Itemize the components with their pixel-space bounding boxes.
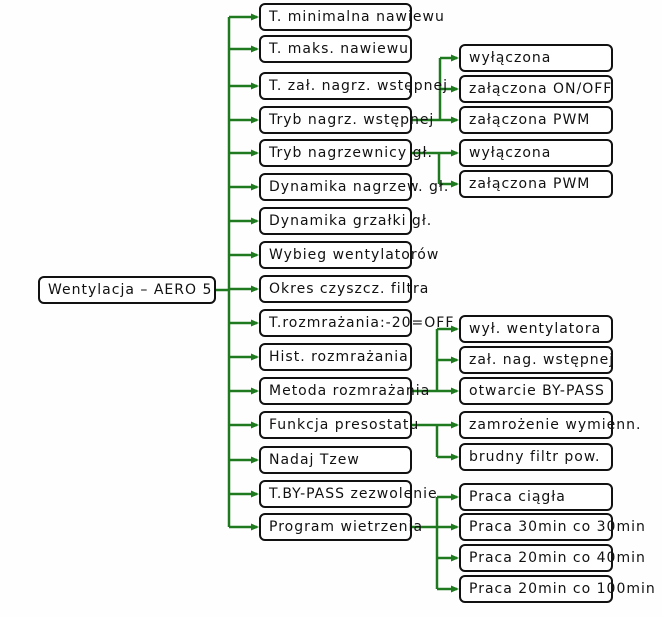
option-node: brudny filtr pow. xyxy=(459,443,613,471)
option-node: załączona PWM xyxy=(459,170,613,198)
arrow-head-icon xyxy=(251,251,259,259)
menu-item-label: Dynamika grzałki gł. xyxy=(269,213,433,229)
menu-item-node: T. zał. nagrz. wstępnej xyxy=(259,72,447,100)
option-label: wyłączona xyxy=(469,145,552,161)
arrow-head-icon xyxy=(251,149,259,157)
option-node: Praca 20min co 40min xyxy=(459,544,645,572)
menu-item-node: Dynamika nagrzew. gł. xyxy=(259,173,448,201)
arrow-head-icon xyxy=(451,421,459,429)
arrow-head-icon xyxy=(451,325,459,333)
root-node: Wentylacja – AERO 5 xyxy=(38,276,216,304)
menu-item-label: T. minimalna nawiewu xyxy=(269,9,445,25)
arrow-head-icon xyxy=(451,453,459,461)
option-label: załączona PWM xyxy=(469,112,591,128)
option-label: wyłączona xyxy=(469,50,552,66)
arrow-head-icon xyxy=(251,490,259,498)
option-label: otwarcie BY-PASS xyxy=(469,383,605,399)
option-label: Praca 30min co 30min xyxy=(469,519,646,535)
option-label: załączona ON/OFF xyxy=(469,81,613,97)
arrow-head-icon xyxy=(451,554,459,562)
option-node: otwarcie BY-PASS xyxy=(459,377,613,405)
arrow-head-icon xyxy=(251,116,259,124)
menu-item-label: Program wietrzenia xyxy=(269,519,424,535)
arrow-head-icon xyxy=(451,149,459,157)
menu-item-label: Tryb nagrz. wstępnej xyxy=(269,112,435,128)
option-node: wył. wentylatora xyxy=(459,315,613,343)
menu-item-node: Tryb nagrz. wstępnej xyxy=(259,106,433,134)
menu-item-node: T.BY-PASS zezwolenie xyxy=(259,480,437,508)
menu-item-label: Metoda rozmrażania xyxy=(269,383,431,399)
option-node: wyłączona xyxy=(459,44,613,72)
menu-item-node: Okres czyszcz. filtra xyxy=(259,275,428,303)
arrow-head-icon xyxy=(251,82,259,90)
arrow-head-icon xyxy=(451,493,459,501)
menu-item-label: Okres czyszcz. filtra xyxy=(269,281,430,297)
option-label: brudny filtr pow. xyxy=(469,449,601,465)
arrow-head-icon xyxy=(451,54,459,62)
menu-item-node: Metoda rozmrażania xyxy=(259,377,429,405)
arrow-head-icon xyxy=(451,180,459,188)
menu-item-node: Funkcja presostatu xyxy=(259,411,418,439)
arrow-head-icon xyxy=(251,319,259,327)
option-node: załączona ON/OFF xyxy=(459,75,613,103)
menu-item-node: T. maks. nawiewu xyxy=(259,35,412,63)
option-label: Praca 20min co 40min xyxy=(469,550,646,566)
menu-item-node: Wybieg wentylatorów xyxy=(259,241,438,269)
menu-item-node: Tryb nagrzewnicy gł. xyxy=(259,139,432,167)
menu-item-node: Dynamika grzałki gł. xyxy=(259,207,431,235)
menu-item-label: Dynamika nagrzew. gł. xyxy=(269,179,450,195)
arrow-head-icon xyxy=(251,45,259,53)
option-label: zamrożenie wymienn. xyxy=(469,417,642,433)
option-label: wył. wentylatora xyxy=(469,321,602,337)
option-node: wyłączona xyxy=(459,139,613,167)
option-node: zamrożenie wymienn. xyxy=(459,411,640,439)
arrow-head-icon xyxy=(251,217,259,225)
arrow-head-icon xyxy=(451,523,459,531)
menu-item-label: Funkcja presostatu xyxy=(269,417,420,433)
option-node: zał. nag. wstępnej xyxy=(459,346,613,374)
option-label: zał. nag. wstępnej xyxy=(469,352,615,368)
menu-item-label: T.BY-PASS zezwolenie xyxy=(269,486,438,502)
menu-item-node: Hist. rozmrażania xyxy=(259,343,412,371)
arrow-head-icon xyxy=(251,285,259,293)
option-label: załączona PWM xyxy=(469,176,591,192)
option-node: Praca 30min co 30min xyxy=(459,513,645,541)
arrow-head-icon xyxy=(451,387,459,395)
arrow-head-icon xyxy=(251,13,259,21)
menu-item-node: T.rozmrażania:-20=OFF xyxy=(259,309,453,337)
arrow-head-icon xyxy=(251,387,259,395)
menu-item-label: Tryb nagrzewnicy gł. xyxy=(269,145,433,161)
option-label: Praca ciągła xyxy=(469,489,566,505)
arrow-head-icon xyxy=(251,456,259,464)
arrow-head-icon xyxy=(451,85,459,93)
option-node: załączona PWM xyxy=(459,106,613,134)
menu-item-label: T.rozmrażania:-20=OFF xyxy=(269,315,455,331)
menu-item-label: Wybieg wentylatorów xyxy=(269,247,440,263)
menu-item-label: Nadaj Tzew xyxy=(269,452,360,468)
arrow-head-icon xyxy=(251,523,259,531)
menu-item-label: Hist. rozmrażania xyxy=(269,349,409,365)
option-node: Praca 20min co 100min xyxy=(459,575,655,603)
menu-item-node: Program wietrzenia xyxy=(259,513,422,541)
menu-item-label: T. zał. nagrz. wstępnej xyxy=(269,78,449,94)
option-label: Praca 20min co 100min xyxy=(469,581,656,597)
arrow-head-icon xyxy=(451,356,459,364)
arrow-head-icon xyxy=(451,585,459,593)
arrow-head-icon xyxy=(451,116,459,124)
root-node-label: Wentylacja – AERO 5 xyxy=(48,282,213,298)
menu-item-label: T. maks. nawiewu xyxy=(269,41,410,57)
menu-item-node: T. minimalna nawiewu xyxy=(259,3,444,31)
arrow-head-icon xyxy=(251,183,259,191)
menu-item-node: Nadaj Tzew xyxy=(259,446,412,474)
arrow-head-icon xyxy=(251,353,259,361)
arrow-head-icon xyxy=(251,421,259,429)
option-node: Praca ciągła xyxy=(459,483,613,511)
